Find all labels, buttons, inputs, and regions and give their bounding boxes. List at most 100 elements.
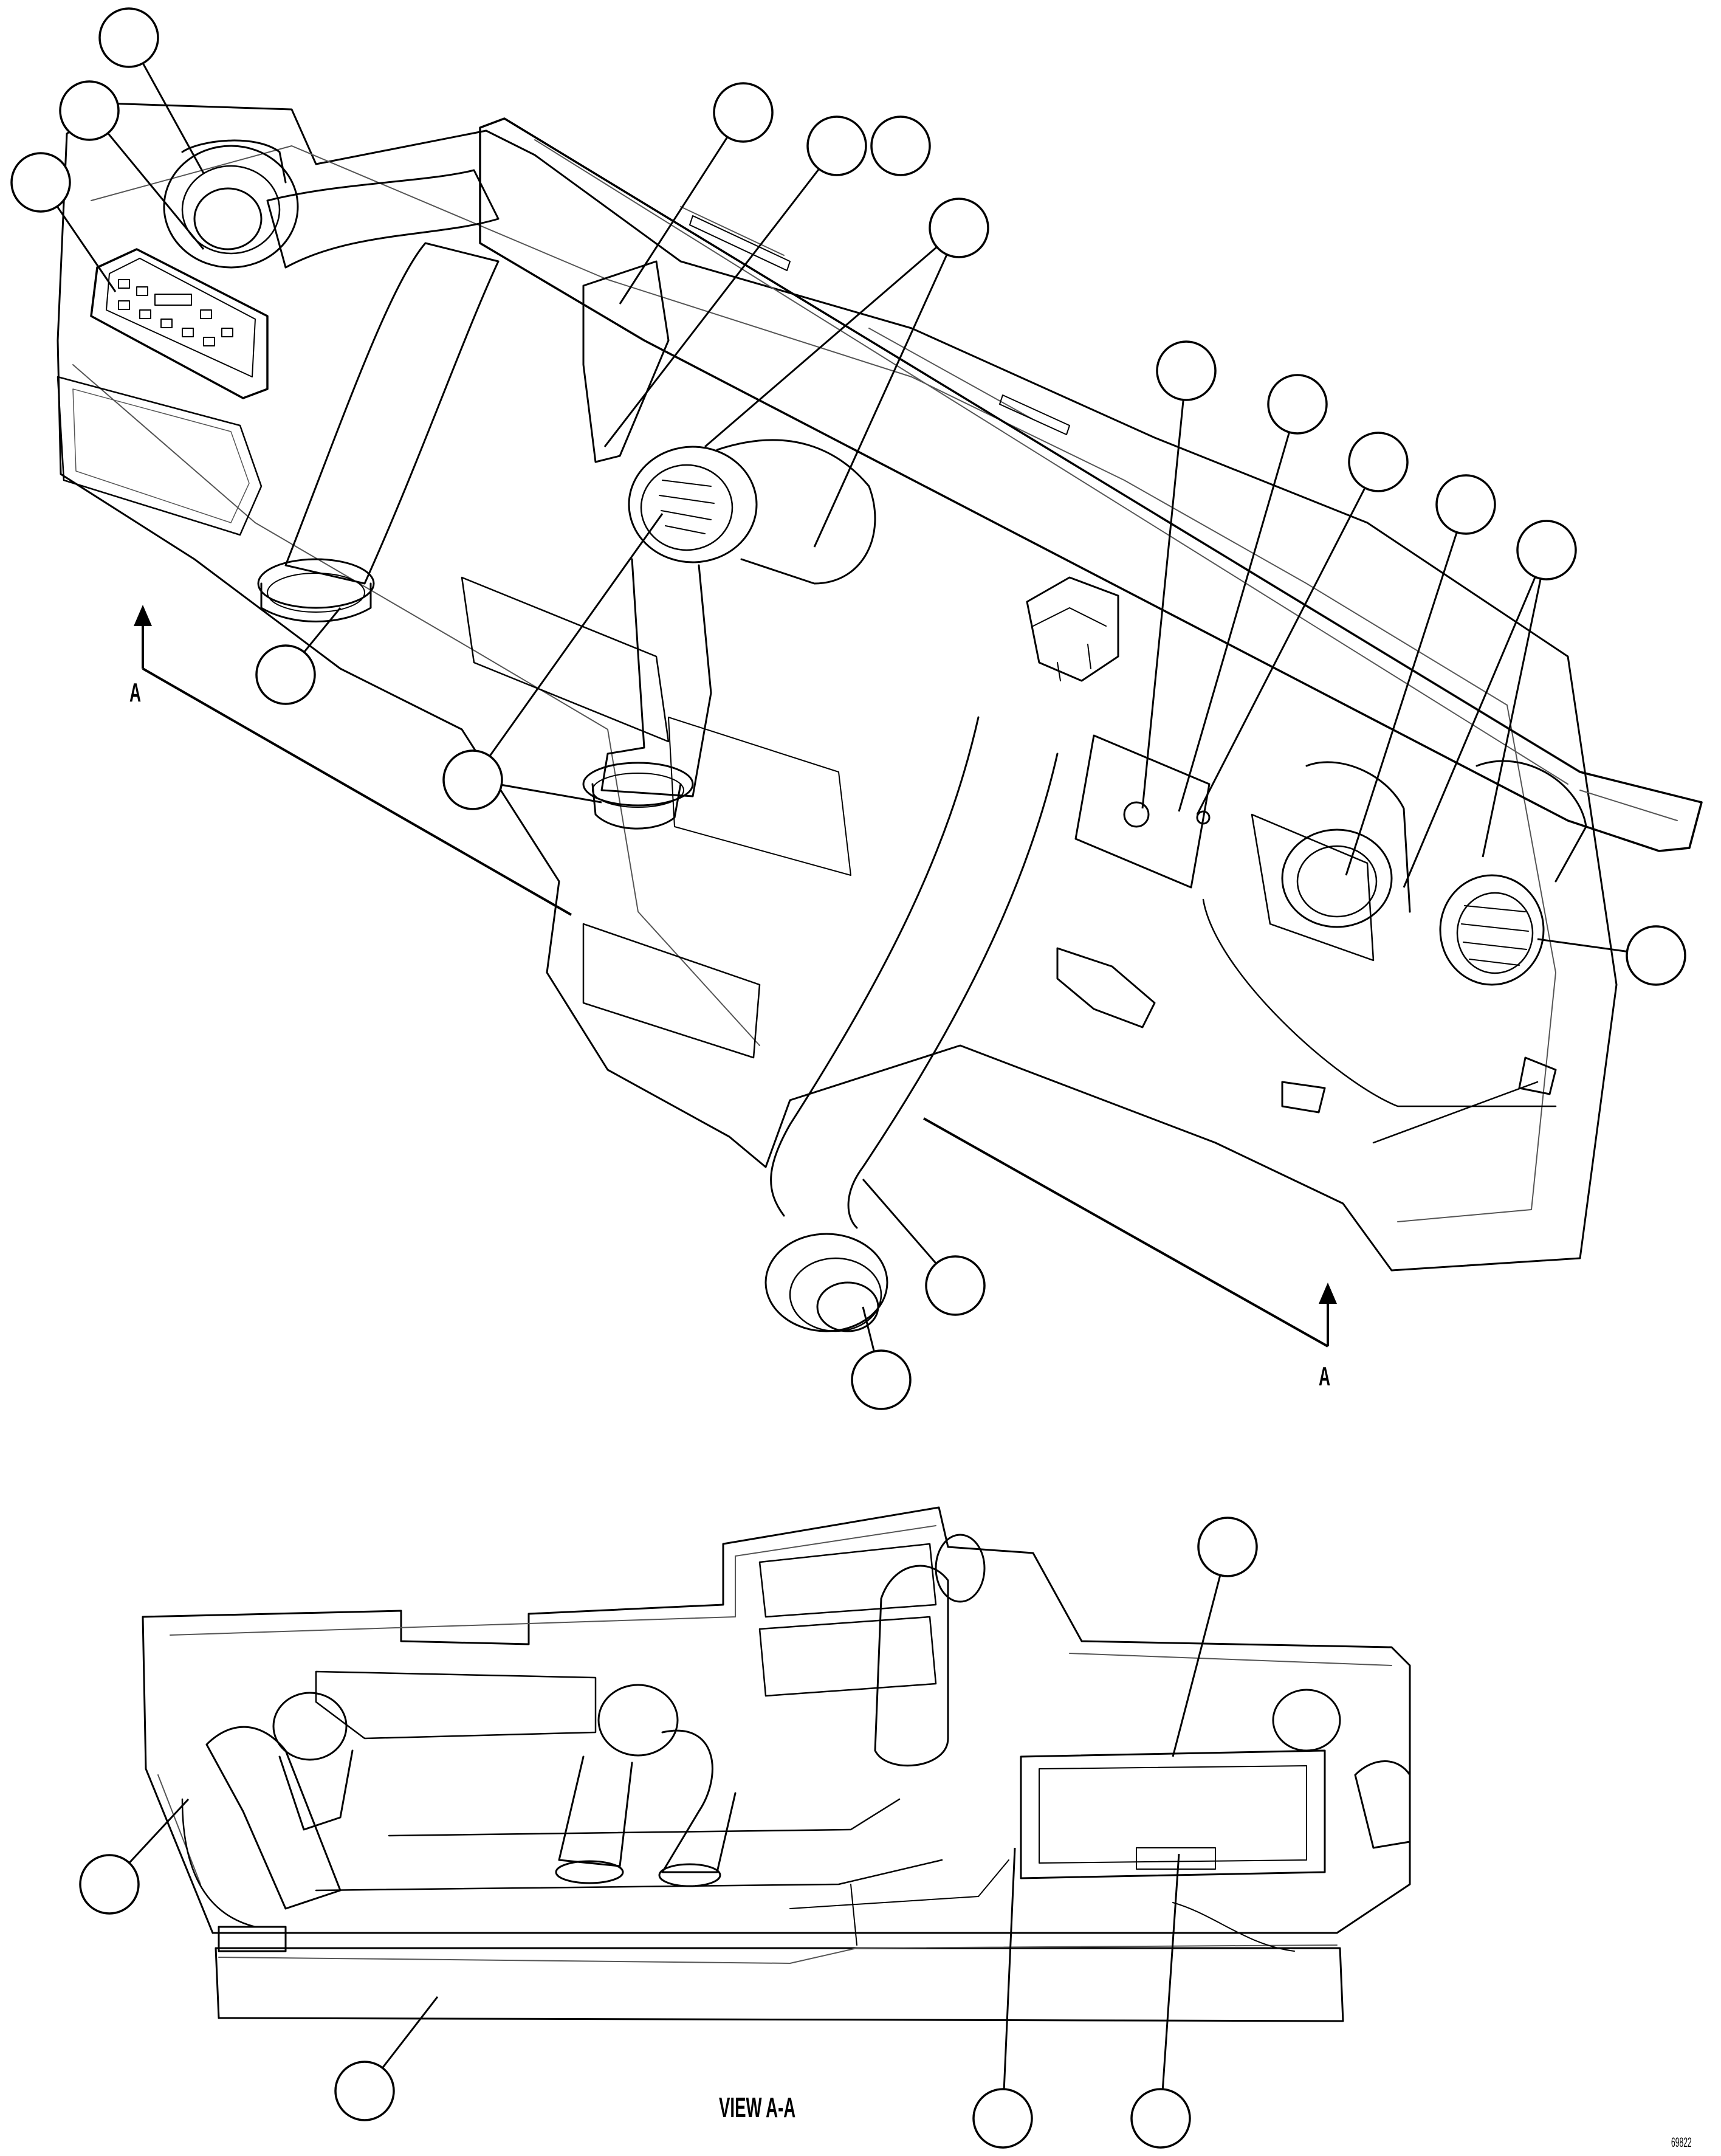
center-twin-duct-left — [558, 1755, 633, 1867]
right-vent-2-ring — [1456, 892, 1534, 974]
right-vent-1-outer — [1281, 828, 1393, 928]
callout-balloon-18 — [1197, 1517, 1258, 1577]
right-panel-cutout — [1251, 813, 1375, 962]
base-strip — [215, 1947, 1344, 2022]
left-lower-vent-clamp-inner — [267, 573, 365, 613]
left-elbow-duct — [205, 1726, 342, 1910]
left-upper-duct — [266, 169, 500, 269]
upper-left-vent-tube — [181, 139, 287, 184]
leader-10 — [1345, 504, 1467, 876]
lower-bracket — [1056, 947, 1156, 1028]
leader-17 — [1172, 1546, 1229, 1757]
callout-balloon-16 — [925, 1255, 986, 1316]
callout-balloon-9 — [1267, 374, 1328, 435]
center-duct-elbow — [716, 439, 876, 585]
center-twin-vent — [597, 1684, 679, 1757]
left-view-vent-duct — [278, 1749, 354, 1831]
leader-14a — [472, 513, 664, 780]
switch-indicator — [1196, 810, 1211, 825]
center-lower-cutout — [582, 923, 761, 1059]
leader-6a — [704, 227, 960, 448]
leader-20 — [1001, 1847, 1016, 2119]
callout-balloon-3 — [10, 152, 71, 213]
upper-left-vent-core — [193, 187, 263, 250]
view-caption: VIEW A-A — [719, 2092, 796, 2123]
leader-7 — [1141, 370, 1187, 809]
left-panel-cutout — [57, 376, 263, 536]
right-vent-1-duct — [1305, 761, 1411, 913]
callout-balloons — [10, 7, 1686, 2149]
leader-4 — [619, 112, 744, 305]
section-arrowhead-left — [134, 605, 152, 626]
center-lower-outlet — [591, 783, 682, 830]
bottom-vent-core — [816, 1281, 879, 1332]
callout-balloon-17 — [851, 1349, 912, 1410]
center-vertical-duct — [600, 558, 712, 797]
center-upper-cutout — [668, 717, 851, 876]
drawing-number: 69822 — [1671, 2135, 1692, 2150]
climate-control-unit — [90, 248, 269, 399]
callout-balloon-4 — [713, 82, 774, 143]
left-panel-cutout-inner — [72, 388, 250, 523]
callout-balloon-13 — [1626, 925, 1686, 986]
callout-leaders — [40, 37, 1657, 2119]
section-line-right — [923, 1117, 1328, 1348]
callout-balloon-20 — [334, 2061, 395, 2121]
callout-balloon-7 — [929, 198, 989, 258]
center-twin-clamp-right — [658, 1863, 721, 1887]
center-vent-ring — [640, 464, 733, 551]
heater-box-inner — [1039, 1765, 1307, 1870]
bottom-vent-outer — [764, 1233, 888, 1332]
callout-balloon-5 — [806, 115, 867, 176]
valve-actuator — [1026, 576, 1119, 682]
right-vent-2-outer — [1439, 874, 1545, 986]
bottom-vent-ring — [789, 1257, 882, 1332]
lower-flex-hose — [770, 716, 1059, 1229]
leader-9 — [1196, 461, 1379, 815]
section-line-left — [142, 667, 572, 916]
left-lower-vent-clamp — [257, 558, 375, 609]
view-a-a — [142, 1506, 1411, 2022]
right-lower-frame — [1202, 898, 1557, 1144]
left-view-vent — [272, 1692, 348, 1761]
housing-inner-outline — [157, 1525, 1392, 1885]
right-vent-2-duct — [1475, 760, 1587, 883]
leader-8 — [1178, 404, 1299, 812]
valve-actuator-detail — [1032, 607, 1107, 681]
upper-left-vent-outer — [163, 145, 299, 269]
top-rail — [479, 117, 1703, 852]
center-twin-clamp-left — [555, 1860, 624, 1884]
lower-right-bracket — [1281, 1056, 1557, 1114]
section-marker-right: A — [1319, 1362, 1331, 1391]
callout-balloon-14 — [255, 644, 316, 705]
section-arrows — [142, 614, 1329, 1348]
right-side-duct — [1354, 1760, 1411, 1849]
callout-balloon-19 — [79, 1854, 140, 1915]
switch-knob — [1123, 801, 1150, 828]
callout-balloon-8 — [1156, 340, 1217, 401]
callout-balloon-12 — [1516, 520, 1577, 580]
center-duct-bracket — [582, 260, 670, 463]
section-arrowheads — [134, 605, 1337, 1304]
left-lower-vent-body — [260, 582, 372, 622]
upper-box — [758, 1543, 937, 1697]
climate-control-face — [106, 258, 256, 377]
leader-11a — [1403, 549, 1548, 888]
harness-tubing-2 — [789, 1859, 1295, 1952]
vertical-pipe — [874, 1565, 949, 1767]
callout-balloon-22 — [1130, 2088, 1191, 2149]
callout-balloon-11 — [1435, 474, 1496, 535]
callout-balloon-21 — [972, 2088, 1033, 2149]
top-rail-inner-edge — [534, 139, 1678, 821]
switch-plate — [1074, 734, 1211, 889]
left-vertical-duct — [284, 242, 500, 585]
center-vent-outer — [628, 446, 758, 563]
callout-balloon-6 — [870, 115, 931, 176]
section-marker-left: A — [129, 678, 142, 708]
left-elbow-outlet — [218, 1926, 287, 1952]
upper-left-vent-ring — [181, 165, 281, 255]
base-strip-top — [218, 1944, 1338, 1964]
center-twin-duct-right — [661, 1729, 737, 1873]
inner-panel — [315, 1670, 597, 1740]
